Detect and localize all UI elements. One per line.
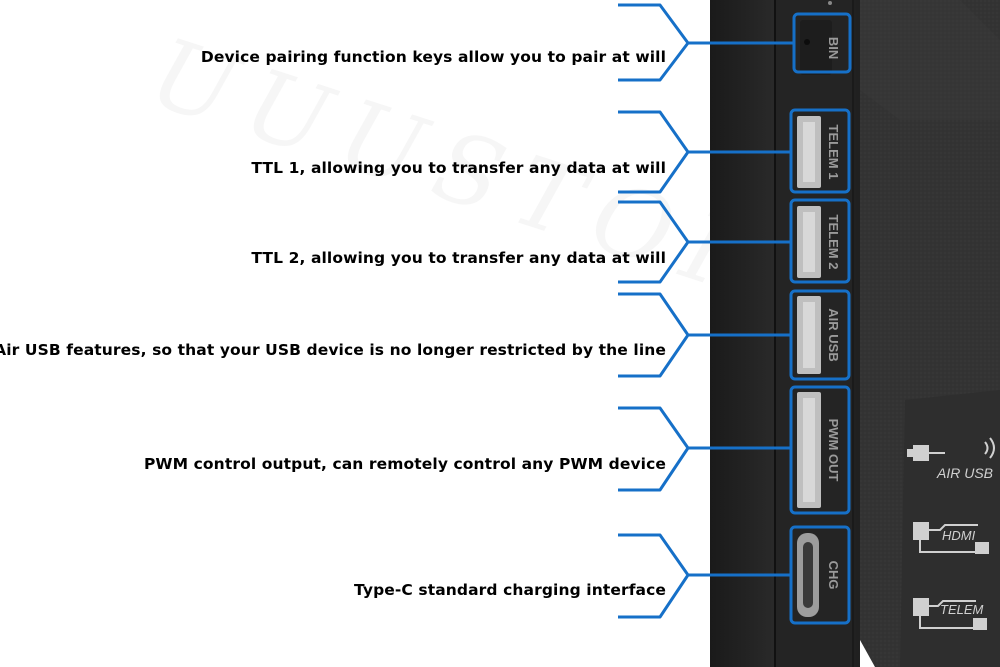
callout-text-telem2: TTL 2, allowing you to transfer any data… — [251, 249, 666, 267]
port-bin — [800, 20, 832, 75]
callout-line-telem2 — [618, 200, 791, 284]
panel-icon-hdmi: HDMI — [913, 522, 989, 554]
port-telem1 — [797, 116, 821, 188]
highlight-box-pwm — [789, 385, 851, 515]
callout-text-chg: Type-C standard charging interface — [354, 581, 666, 599]
callout-text-bin: Device pairing function keys allow you t… — [200, 48, 666, 66]
port-telem2 — [797, 206, 821, 278]
port-pwm — [797, 392, 821, 508]
callout-line-chg — [618, 533, 791, 619]
panel-icon-telem-label: TELEM — [940, 602, 984, 617]
panel-icon-air-usb: AIR USB — [907, 437, 995, 481]
callout-line-airusb — [618, 292, 791, 378]
callout-text-telem1: TTL 1, allowing you to transfer any data… — [251, 159, 666, 177]
panel-icon-air-usb-label: AIR USB — [936, 465, 993, 481]
port-chg — [797, 533, 819, 617]
port-label-chg: CHG — [826, 561, 841, 590]
callout-line-bin — [618, 3, 794, 82]
callout-text-airusb: Air USB features, so that your USB devic… — [0, 341, 666, 359]
port-label-telem2: TELEM 2 — [826, 215, 841, 270]
callout-line-telem1 — [618, 110, 791, 194]
panel-icon-hdmi-label: HDMI — [942, 528, 976, 543]
port-airusb — [797, 296, 821, 374]
callout-text-pwm: PWM control output, can remotely control… — [143, 455, 666, 473]
callout-line-pwm — [618, 406, 791, 492]
callout-lines — [618, 3, 794, 619]
port-label-pwm: PWM OUT — [826, 419, 841, 482]
port-label-bin: BIN — [826, 37, 841, 59]
port-label-telem1: TELEM 1 — [826, 125, 841, 180]
panel-icon-telem: TELEM — [913, 598, 987, 630]
port-label-airusb: AIR USB — [826, 308, 841, 361]
